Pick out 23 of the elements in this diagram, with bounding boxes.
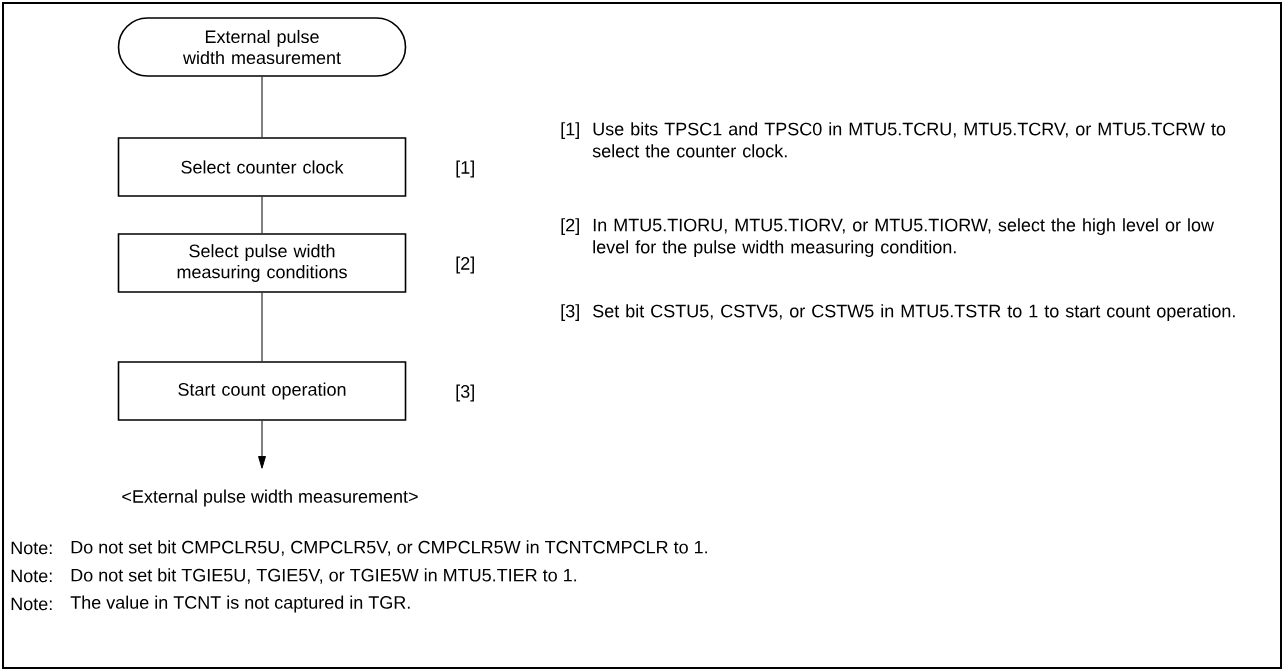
step-number: [1] bbox=[456, 160, 474, 178]
step-number: [3] bbox=[456, 384, 474, 402]
step-number: [2] bbox=[561, 218, 579, 235]
arrow bbox=[258, 420, 266, 469]
connector-line bbox=[261, 196, 263, 234]
process-box: Start count operation bbox=[117, 361, 407, 421]
caption: <External pulse width measurement> bbox=[122, 489, 418, 507]
note-text: Do not set bit TGIE5U, TGIE5V, or TGIE5W in MTU5.TIER to 1. bbox=[71, 568, 577, 584]
note-label: Note: bbox=[11, 569, 52, 583]
process-box: Select pulse width measuring conditions bbox=[117, 233, 407, 293]
step-number: [1] bbox=[561, 122, 579, 139]
step-number: [2] bbox=[456, 256, 474, 274]
step-description: Use bits TPSC1 and TPSC0 in MTU5.TCRU, MTU5.TCRV, or MTU5.TCRW to select the counter clock. bbox=[592, 122, 1226, 158]
note-label: Note: bbox=[11, 541, 52, 555]
note-text: The value in TCNT is not captured in TGR. bbox=[70, 595, 410, 613]
step-number: [3] bbox=[561, 304, 579, 321]
note-text: Do not set bit CMPCLR5U, CMPCLR5V, or CMPCLR5W in TCNTCMPCLR to 1. bbox=[71, 540, 707, 556]
note-label: Note: bbox=[11, 597, 52, 611]
step-description: Set bit CSTU5, CSTV5, or CSTW5 in MTU5.TSTR to 1 to start count operation. bbox=[593, 304, 1235, 321]
process-box: Select counter clock bbox=[117, 137, 407, 197]
step-description: In MTU5.TIORU, MTU5.TIORV, or MTU5.TIORW, select the high level or low level for the pulse width measuring condition. bbox=[593, 218, 1215, 257]
connector-line bbox=[261, 76, 263, 138]
connector-line bbox=[261, 292, 263, 362]
